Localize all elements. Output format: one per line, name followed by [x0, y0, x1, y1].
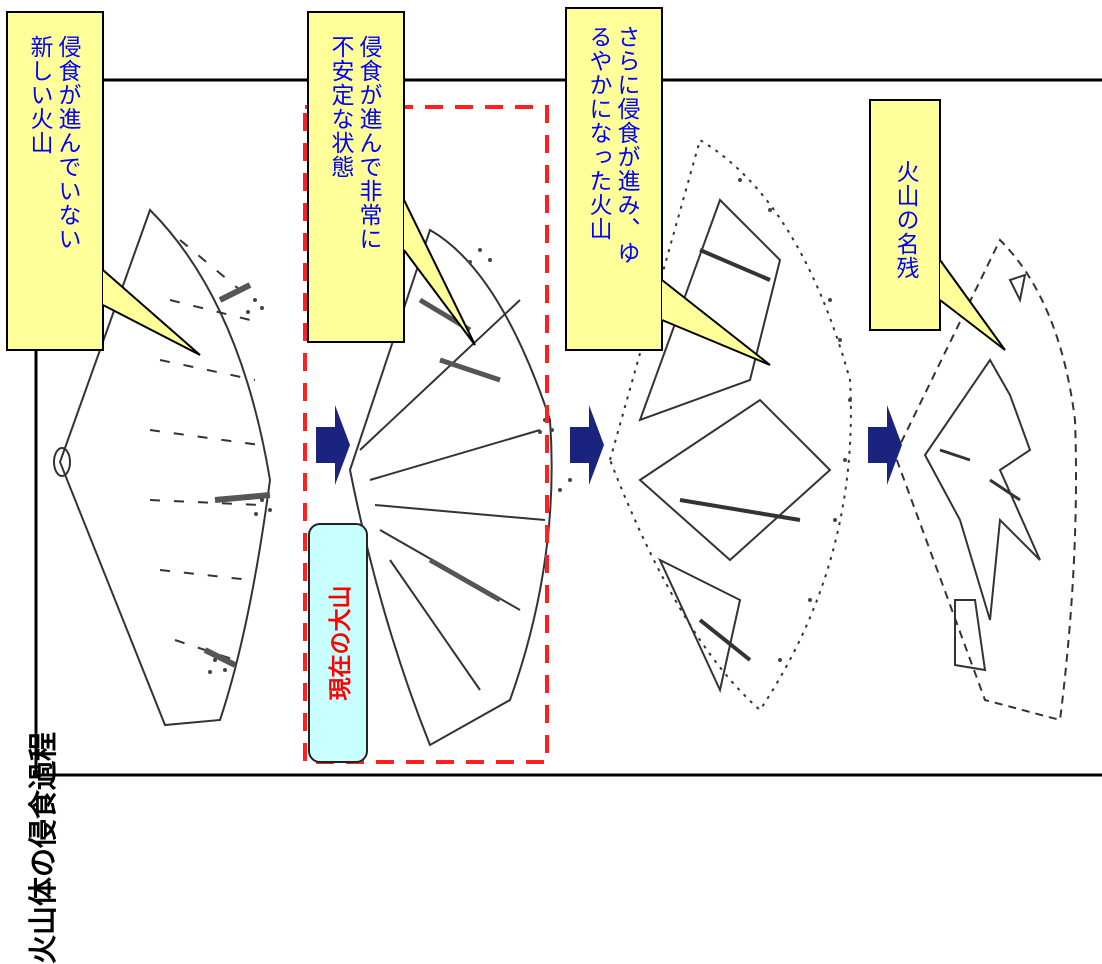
callout-stage3-text: さらに侵食が進み、ゆ るやかになった火山 — [584, 25, 640, 265]
callout-stage2-text: 侵食が進んで非常に 不安定な状態 — [326, 35, 382, 251]
progression-arrow-3 — [868, 405, 902, 485]
diagram-canvas — [6, 7, 1102, 777]
callout-stage4-line1: 火山の名残 — [892, 160, 918, 280]
callout-stage4-text: 火山の名残 — [891, 160, 919, 280]
callout-stage2-bubble — [307, 11, 476, 346]
volcano-stage4-sketch — [893, 238, 1077, 722]
callout-stage3-bubble — [565, 7, 771, 366]
callout-stage1-text: 侵食が進んでいない 新しい火山 — [25, 35, 81, 251]
callout-stage2-line1: 侵食が進んで非常に — [355, 35, 381, 251]
callout-stage2-line2: 不安定な状態 — [327, 35, 353, 179]
progression-arrow-1 — [316, 405, 350, 485]
callout-stage1-bubble — [6, 11, 201, 356]
volcano-stage3-sketch — [608, 138, 852, 712]
current-daisen-label: 現在の大山 — [328, 585, 354, 701]
current-daisen-label-box: 現在の大山 — [308, 523, 368, 763]
callout-stage4-bubble — [869, 99, 1006, 351]
progression-arrow-2 — [570, 405, 604, 485]
volcano-stage2-sketch — [348, 228, 572, 747]
callout-stage3-line2: るやかになった火山 — [585, 25, 611, 241]
callout-stage1-line1: 侵食が進んでいない — [54, 35, 80, 251]
current-stage-dashed-box — [303, 105, 549, 764]
callout-stage1-line2: 新しい火山 — [26, 35, 52, 155]
volcano-stage1-sketch — [53, 208, 272, 727]
diagram-title: 火山体の侵食過程 — [26, 731, 60, 964]
callout-stage3-line1: さらに侵食が進み、ゆ — [613, 25, 639, 265]
